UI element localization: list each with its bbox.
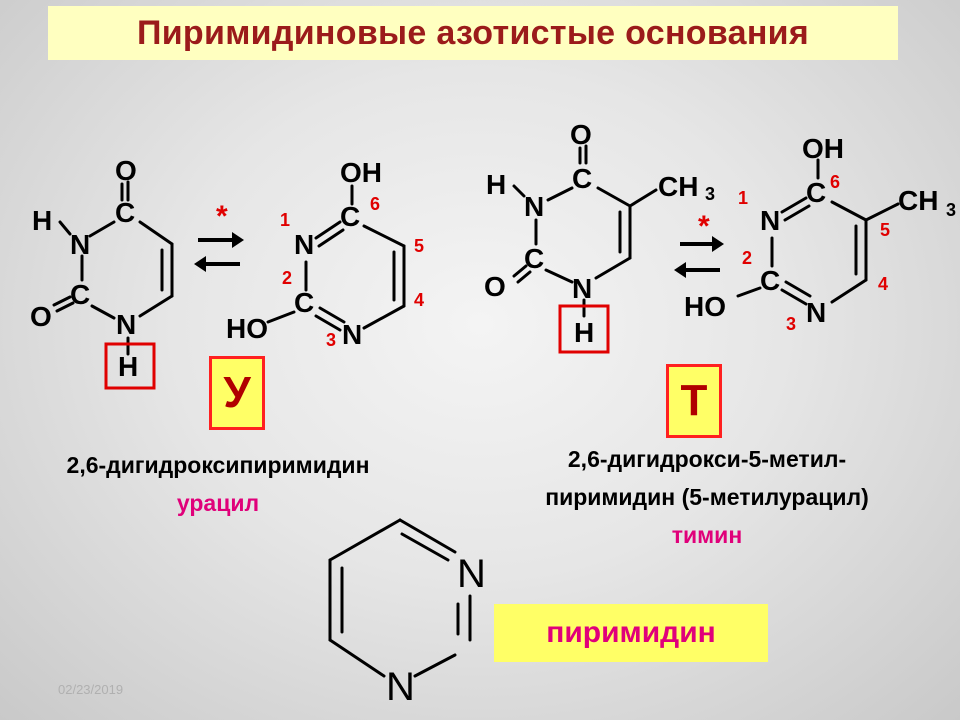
uracil-letter-box: У [209,356,265,430]
uracil-num-5: 5 [414,236,424,256]
equilibrium-arrows-uracil [194,232,244,272]
thymine-lactim-c6: C [806,177,826,208]
pyrimidine-n-top: N [457,552,486,596]
thymine-num-2: 2 [742,248,752,268]
uracil-lactim-ho: HO [226,313,268,344]
thymine-lactim-oh: OH [802,133,844,164]
thymine-lactam-bonds [512,144,658,318]
thymine-o-left: O [484,271,506,302]
thymine-lactim-bonds [736,158,900,306]
uracil-c4: C [115,197,135,228]
uracil-lactim-n3: N [342,319,362,350]
thymine-lactim-c2: C [760,265,780,296]
thymine-n1: N [572,273,592,304]
uracil-n1: N [116,309,136,340]
uracil-h-n3: H [32,205,52,236]
thymine-n3: N [524,191,544,222]
thymine-num-3: 3 [786,314,796,334]
thymine-num-6: 6 [830,172,840,192]
uracil-num-3: 3 [326,330,336,350]
uracil-num-6: 6 [370,194,380,214]
uracil-h-highlight [104,342,156,390]
uracil-n3: N [70,229,90,260]
thymine-num-4: 4 [878,274,888,294]
thymine-h-n3: H [486,169,506,200]
thymine-lactim-ho: HO [684,291,726,322]
uracil-star: * [216,200,228,233]
slide-date: 02/23/2019 [58,682,124,697]
uracil-common-name: урацил [176,490,260,516]
thymine-lactim-n1: N [760,205,780,236]
thymine-c2: C [524,243,544,274]
thymine-lactim-ch: CH [898,185,938,216]
uracil-lactim-n1: N [294,229,314,260]
pyrimidine-n-bottom: N [386,665,415,709]
uracil-num-4: 4 [414,290,424,310]
uracil-systematic-name: 2,6-дигидроксипиримидин [66,452,370,478]
uracil-lactim-c2: C [294,287,314,318]
uracil-num-1: 1 [280,210,290,230]
thymine-c4: C [572,163,592,194]
thymine-star: * [698,210,710,243]
thymine-ch: CH [658,171,698,202]
uracil-o-top: O [115,155,137,186]
thymine-letter-box: Т [666,364,722,438]
thymine-num-5: 5 [880,220,890,240]
uracil-o-left: O [30,301,52,332]
uracil-c2: C [70,279,90,310]
uracil-lactim-c6: C [340,201,360,232]
pyrimidine-label: пиримидин [494,604,768,662]
thymine-lactim-n3: N [806,297,826,328]
equilibrium-arrows-thymine [674,236,724,278]
pyrimidine-ring [328,518,472,678]
thymine-h-highlight [558,304,610,354]
thymine-num-1: 1 [738,188,748,208]
thymine-o-top: O [570,119,592,150]
thymine-systematic-name-line1: 2,6-дигидрокси-5-метил- [567,446,847,472]
slide-title: Пиримидиновые азотистые основания [48,6,898,60]
thymine-ch3-sub: 3 [705,184,715,204]
uracil-lactim-oh: OH [340,157,382,188]
thymine-common-name: тимин [671,522,743,548]
thymine-h-n1: H [574,317,594,348]
thymine-systematic-name-line2: пиримидин (5-метилурацил) [545,484,869,510]
thymine-lactim-ch3-sub: 3 [946,200,956,220]
uracil-lactim-bonds [266,184,406,332]
uracil-h-n1: H [118,351,138,382]
uracil-num-2: 2 [282,268,292,288]
uracil-lactam-bonds [52,180,174,356]
